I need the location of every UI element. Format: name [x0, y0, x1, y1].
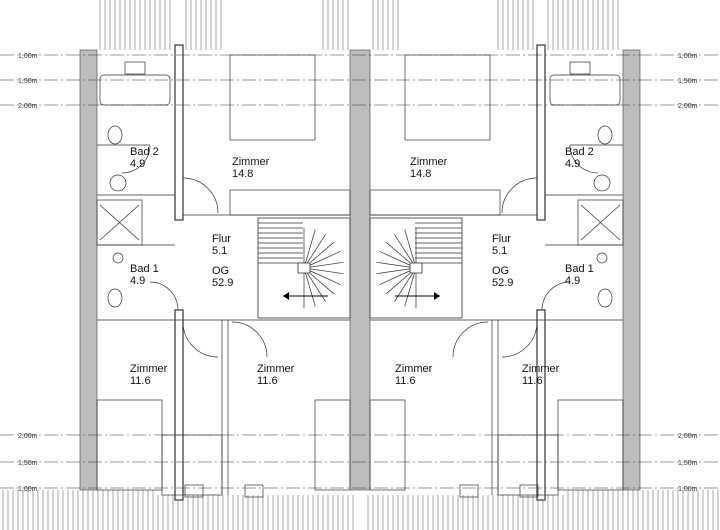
stair-winder	[303, 229, 316, 269]
stair-arrowhead	[434, 292, 440, 300]
room-name: Zimmer	[232, 156, 270, 168]
stair-outline	[257, 217, 351, 319]
room-name: Zimmer	[257, 363, 295, 375]
room-name: Bad 2	[565, 146, 594, 158]
height-label: 1,50m	[18, 460, 38, 467]
room-name: Flur	[492, 233, 511, 245]
height-label: 1,00m	[678, 53, 698, 60]
room-area: 4.9	[130, 275, 145, 287]
room-area: 4.9	[130, 158, 145, 170]
room-name: Flur	[212, 233, 231, 245]
stair-winder	[303, 267, 316, 307]
furniture	[96, 54, 624, 498]
room-area: 14.8	[410, 168, 431, 180]
height-label: 2,00m	[18, 433, 38, 440]
room-name: Zimmer	[395, 363, 433, 375]
stair-winder	[376, 261, 417, 269]
room-labels-right: Zimmer 14.8 Bad 2 4.9 Flur 5.1 OG 52.9 B…	[395, 146, 594, 387]
room-area: 11.6	[130, 375, 151, 387]
room-area: 4.9	[565, 275, 580, 287]
room-name: Zimmer	[522, 363, 560, 375]
stair-winder	[303, 267, 344, 275]
height-label: 1,00m	[18, 53, 38, 60]
height-label: 2,00m	[678, 103, 698, 110]
height-label: 1,50m	[678, 78, 698, 85]
room-area: 52.9	[492, 277, 513, 289]
room-name: Zimmer	[130, 363, 168, 375]
stairs	[257, 217, 463, 319]
stair-winder	[404, 229, 417, 269]
stair-winder	[303, 234, 326, 269]
room-area: 5.1	[492, 245, 507, 257]
room-area: 14.8	[232, 168, 253, 180]
stair-winder	[303, 261, 344, 269]
height-label: 1,00m	[678, 486, 698, 493]
room-area: 11.6	[522, 375, 543, 387]
room-area: 4.9	[565, 158, 580, 170]
stair-newel	[297, 262, 311, 274]
room-labels-left: Bad 2 4.9 Zimmer 14.8 Flur 5.1 OG 52.9 B…	[130, 146, 295, 387]
room-name: Bad 1	[130, 263, 159, 275]
height-label: 1,00m	[18, 486, 38, 493]
height-label: 2,00m	[18, 103, 38, 110]
room-name: OG	[492, 265, 509, 277]
stair-winder	[376, 267, 417, 275]
room-area: 11.6	[395, 375, 416, 387]
room-area: 52.9	[212, 277, 233, 289]
height-label: 2,00m	[678, 433, 698, 440]
height-label: 1,50m	[678, 460, 698, 467]
room-name: Bad 1	[565, 263, 594, 275]
door-swings	[121, 144, 599, 358]
room-area: 5.1	[212, 245, 227, 257]
room-name: Bad 2	[130, 146, 159, 158]
stair-outline	[369, 217, 463, 319]
height-lines: 1,00m 1,00m 1,50m 1,50m 2,00m 2,00m 2,00m 2,00m…	[0, 53, 720, 493]
exterior-walls	[79, 44, 641, 501]
height-label: 1,50m	[18, 78, 38, 85]
stair-newel	[409, 262, 423, 274]
stair-winder	[394, 234, 417, 269]
room-name: Zimmer	[410, 156, 448, 168]
room-name: OG	[212, 265, 229, 277]
room-area: 11.6	[257, 375, 278, 387]
stair-arrowhead	[283, 292, 289, 300]
stair-winder	[404, 267, 417, 307]
